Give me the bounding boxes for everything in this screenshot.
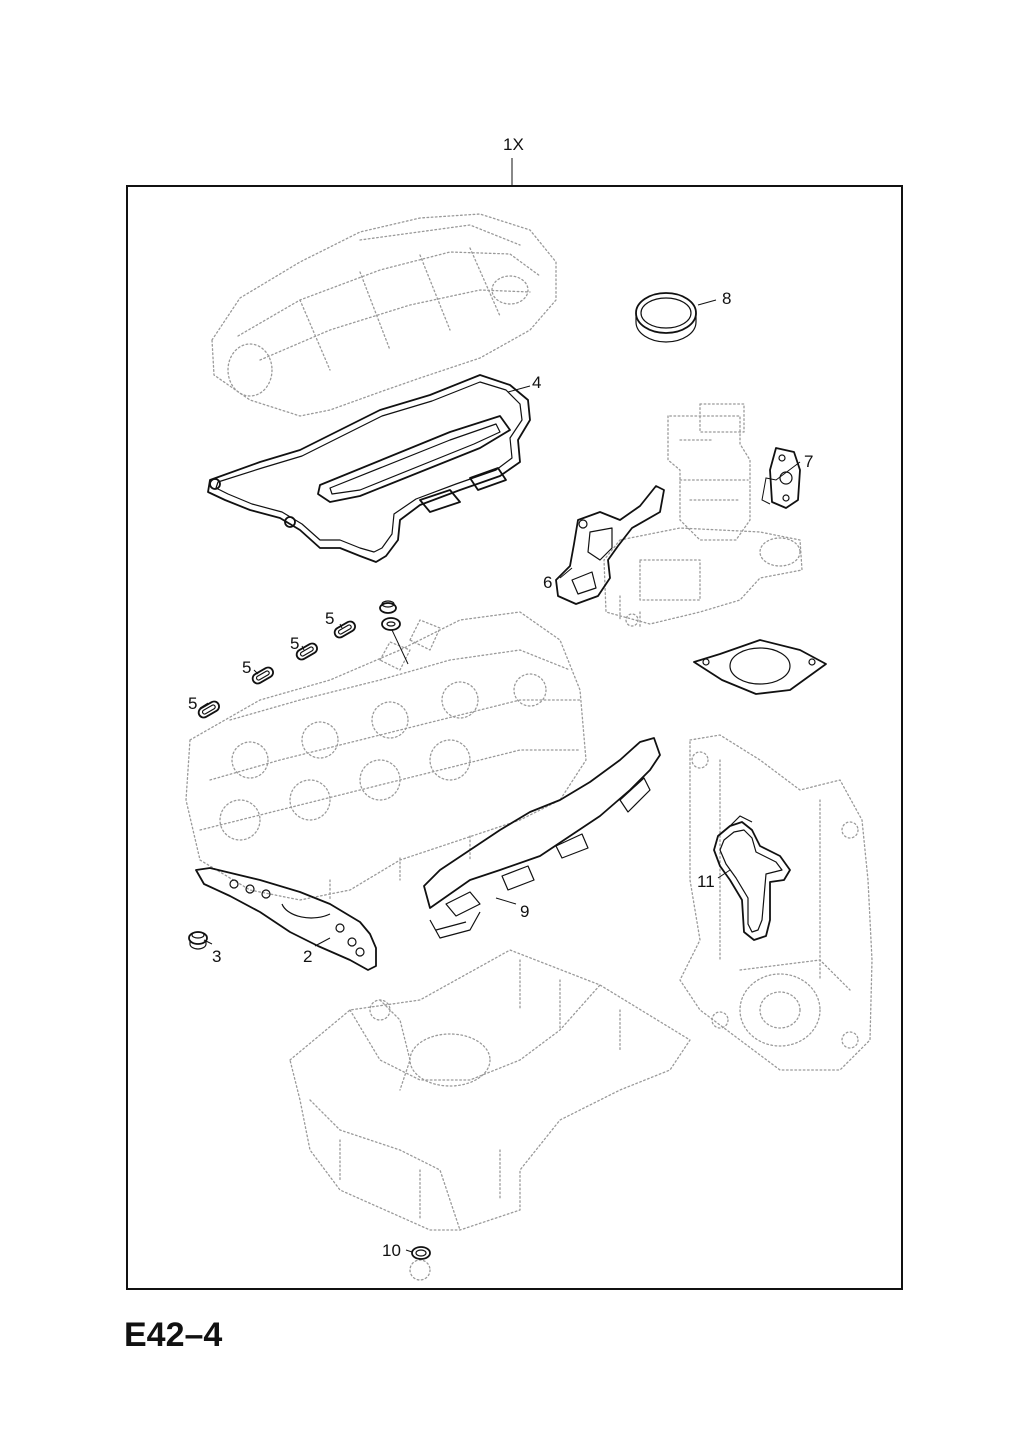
leader-8 bbox=[697, 299, 717, 306]
callout-10[interactable]: 10 bbox=[382, 1241, 401, 1260]
leader-5d bbox=[339, 623, 343, 629]
valve-stem-seals bbox=[197, 620, 356, 719]
leader-5b bbox=[253, 669, 259, 675]
leader-3 bbox=[203, 939, 213, 945]
spark-plug-tube-seals bbox=[379, 600, 401, 631]
leader-4 bbox=[507, 385, 531, 393]
callout-5d[interactable]: 5 bbox=[325, 609, 334, 628]
drain-plug-washer bbox=[411, 1246, 431, 1260]
callout-5c[interactable]: 5 bbox=[290, 634, 299, 653]
leader-5a bbox=[199, 702, 209, 709]
leader-2 bbox=[314, 937, 331, 947]
kit-frame bbox=[126, 185, 903, 1290]
callout-2[interactable]: 2 bbox=[303, 947, 312, 966]
callout-3[interactable]: 3 bbox=[212, 947, 221, 966]
callout-7[interactable]: 7 bbox=[804, 452, 813, 471]
cam-cover-gasket bbox=[207, 374, 531, 563]
leader-6 bbox=[559, 567, 573, 579]
egr-flange-gasket bbox=[555, 485, 665, 605]
cam-cover-ghost bbox=[211, 213, 557, 417]
oil-pan-ghost bbox=[289, 949, 691, 1231]
callout-8[interactable]: 8 bbox=[722, 289, 731, 308]
exhaust-manifold-gasket bbox=[423, 737, 661, 939]
callout-9[interactable]: 9 bbox=[520, 902, 529, 921]
cylinder-head-gasket bbox=[195, 867, 377, 971]
cylinder-head-ghost bbox=[185, 611, 587, 901]
leader-10 bbox=[405, 1249, 413, 1253]
callout-5b[interactable]: 5 bbox=[242, 658, 251, 677]
page-code: E42–4 bbox=[124, 1316, 223, 1354]
callout-4[interactable]: 4 bbox=[532, 373, 541, 392]
callout-11[interactable]: 11 bbox=[697, 872, 715, 891]
ring-seal bbox=[635, 292, 697, 343]
leader-7 bbox=[761, 461, 801, 505]
callout-5a[interactable]: 5 bbox=[188, 694, 197, 713]
leader-seals bbox=[391, 629, 409, 665]
leader-11 bbox=[717, 869, 731, 879]
egr-gasket bbox=[769, 447, 801, 509]
drain-plug-ghost bbox=[409, 1259, 431, 1281]
assembly-label[interactable]: 1X bbox=[503, 135, 524, 154]
timing-cover-ghost bbox=[679, 734, 873, 1071]
water-pump-gasket bbox=[713, 815, 791, 941]
leader-5c bbox=[301, 645, 305, 651]
small-plug bbox=[188, 931, 208, 950]
egr-valve-ghost bbox=[603, 403, 803, 629]
throttle-body-gasket bbox=[693, 639, 827, 695]
leader-9 bbox=[495, 897, 517, 905]
callout-6[interactable]: 6 bbox=[543, 573, 552, 592]
